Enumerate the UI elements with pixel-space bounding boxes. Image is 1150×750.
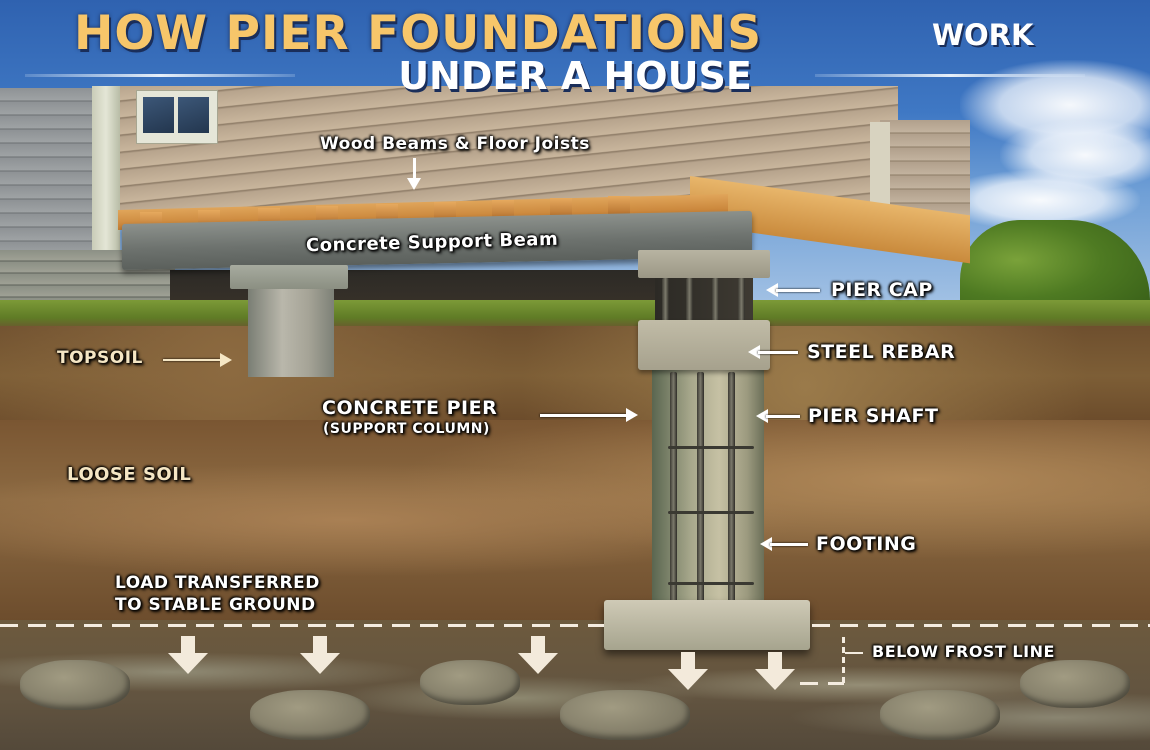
arrow-line (758, 351, 798, 354)
label-pier-cap: PIER CAP (831, 279, 933, 301)
frost-depth-marker (800, 682, 844, 685)
label-concrete-pier: CONCRETE PIER (322, 397, 498, 419)
arrow-line (540, 414, 628, 417)
title-line-2: UNDER A HOUSE (398, 54, 752, 98)
corner-trim (92, 86, 120, 256)
pier-top-cap (638, 250, 770, 278)
floor-joist (550, 198, 572, 218)
rebar-tie (668, 582, 754, 585)
rebar-tie (668, 446, 754, 449)
title-highlight: HOW PIER FOUNDATIONS (74, 6, 763, 61)
left-pier-shaft (248, 289, 334, 377)
window-pane (178, 97, 209, 133)
stone (880, 690, 1000, 740)
title-suffix: WORK (932, 18, 1034, 52)
title-rule-right (815, 74, 1085, 77)
load-down-arrow-icon (755, 652, 795, 690)
right-arrow-icon (220, 353, 232, 367)
label-load-transferred-1: LOAD TRANSFERRED (115, 573, 320, 593)
label-steel-rebar: STEEL REBAR (807, 341, 956, 363)
load-down-arrow-icon (168, 636, 208, 674)
label-wood-beams: Wood Beams & Floor Joists (320, 134, 590, 154)
frost-line (812, 624, 1150, 627)
load-down-arrow-icon (668, 652, 708, 690)
stone (1020, 660, 1130, 708)
label-load-transferred-2: TO STABLE GROUND (115, 595, 316, 615)
floor-joist (608, 196, 630, 216)
rebar (670, 372, 677, 610)
left-pier-cap (230, 265, 348, 289)
rebar (697, 372, 704, 610)
topsoil-layer (0, 326, 1150, 426)
rebar-tie (668, 511, 754, 514)
arrow-line (766, 415, 800, 418)
label-concrete-pier-sub: (SUPPORT COLUMN) (323, 421, 490, 437)
label-footing: FOOTING (816, 533, 917, 555)
pier-neck (655, 278, 753, 322)
right-arrow-icon (626, 408, 638, 422)
arrow-line (413, 158, 416, 180)
pier-shaft (652, 370, 764, 610)
load-down-arrow-icon (518, 636, 558, 674)
rebar (728, 372, 735, 610)
loose-soil-layer (0, 420, 1150, 620)
stone (250, 690, 370, 740)
title-rule-left (25, 74, 295, 77)
load-down-arrow-icon (300, 636, 340, 674)
frost-line (0, 624, 604, 627)
stone (20, 660, 130, 710)
arrow-line (163, 359, 221, 361)
left-arrow-icon (756, 409, 768, 423)
frost-depth-marker (842, 637, 845, 683)
corner-trim-right (870, 122, 890, 222)
down-arrow-icon (407, 178, 421, 190)
label-loose-soil: LOOSE SOIL (67, 464, 192, 485)
label-pier-shaft: PIER SHAFT (808, 405, 939, 427)
grass-layer (0, 300, 1150, 330)
left-arrow-icon (766, 283, 778, 297)
window-pane (143, 97, 174, 133)
left-arrow-icon (760, 537, 772, 551)
arrow-line (776, 289, 820, 292)
house-siding-left (0, 88, 100, 256)
stone (560, 690, 690, 740)
footing (604, 600, 810, 650)
arrow-line (770, 543, 808, 546)
label-below-frost-line: BELOW FROST LINE (872, 642, 1055, 661)
left-arrow-icon (748, 345, 760, 359)
label-topsoil: TOPSOIL (57, 348, 143, 368)
house-window (136, 90, 218, 144)
frost-depth-tick (845, 652, 863, 654)
stone (420, 660, 520, 705)
